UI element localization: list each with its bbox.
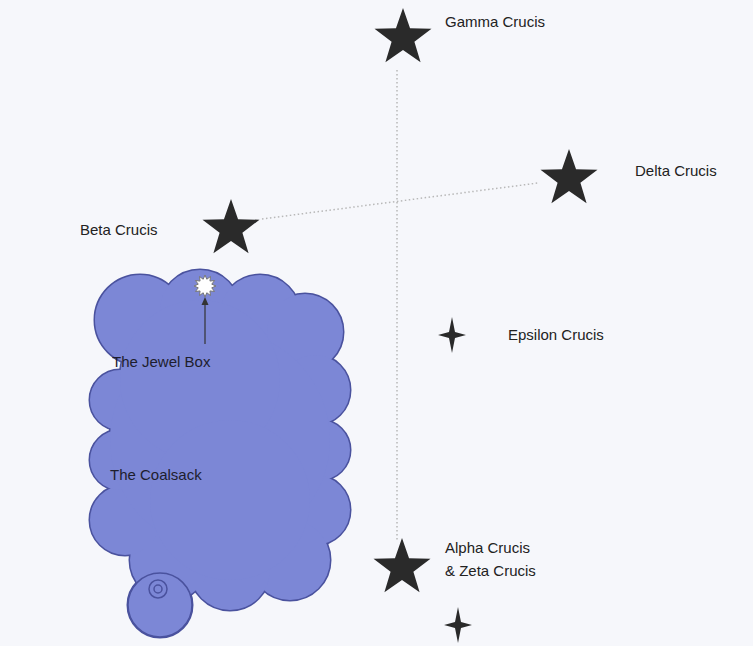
star-label: Gamma Crucis bbox=[445, 11, 545, 34]
star-label: Epsilon Crucis bbox=[508, 324, 604, 347]
nebula-region: The Jewel BoxThe Coalsack bbox=[85, 262, 360, 646]
epsilon-star bbox=[438, 317, 466, 353]
nebula-label: The Coalsack bbox=[110, 465, 202, 485]
beta-star bbox=[203, 199, 260, 253]
star-label: Delta Crucis bbox=[635, 160, 717, 183]
cross-bar-horizontal bbox=[262, 183, 538, 219]
star-label: Alpha Crucis & Zeta Crucis bbox=[445, 537, 541, 582]
cross-bar-vertical bbox=[396, 70, 398, 540]
zeta-star bbox=[444, 607, 472, 643]
gamma-star bbox=[375, 8, 432, 62]
delta-star bbox=[541, 149, 598, 203]
alpha-star bbox=[374, 538, 431, 592]
star-label: Beta Crucis bbox=[80, 219, 158, 242]
cloud-outline bbox=[85, 262, 360, 646]
nebula-label: The Jewel Box bbox=[112, 352, 210, 372]
